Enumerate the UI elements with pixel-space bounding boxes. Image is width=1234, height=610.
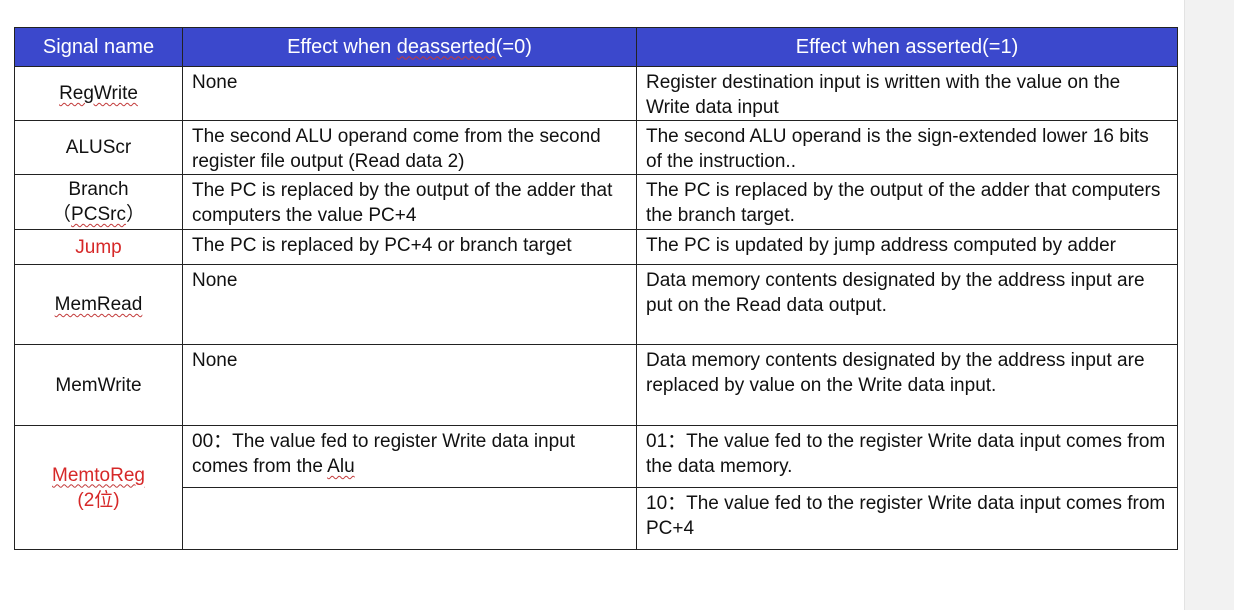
signal-name-cell: Jump	[14, 229, 183, 265]
signal-name: RegWrite	[59, 83, 138, 104]
signal-name-cell: ALUScr	[14, 120, 183, 175]
deasserted-cell: The PC is replaced by PC+4 or branch tar…	[182, 229, 637, 265]
table-row-memread: MemRead None Data memory contents design…	[14, 264, 1178, 345]
table-row-memtoreg-2: 10：The value fed to the register Write d…	[15, 487, 1178, 550]
asserted-cell: The PC is updated by jump address comput…	[636, 229, 1178, 265]
table-header-row: Signal name Effect when deasserted(=0) E…	[14, 27, 1178, 67]
deasserted-text-alu: Alu	[327, 456, 355, 477]
asserted-cell: The second ALU operand is the sign-exten…	[636, 120, 1178, 175]
header-deasserted: Effect when deasserted(=0)	[182, 27, 637, 67]
deasserted-cell: None	[182, 344, 637, 426]
document-page: Signal name Effect when deasserted(=0) E…	[0, 0, 1185, 610]
signal-name-cell: Branch （PCSrc）	[14, 174, 183, 230]
table-row-regwrite: RegWrite None Register destination input…	[14, 66, 1178, 121]
signal-name-open-paren: （	[52, 204, 72, 225]
signal-name: MemRead	[54, 294, 143, 315]
header-signal-name: Signal name	[14, 27, 183, 67]
table-row-branch: Branch （PCSrc） The PC is replaced by the …	[14, 174, 1178, 230]
table-row-jump: Jump The PC is replaced by PC+4 or branc…	[14, 229, 1178, 265]
asserted-cell: Register destination input is written wi…	[636, 66, 1178, 121]
deasserted-cell: The PC is replaced by the output of the …	[182, 174, 637, 230]
asserted-cell: The PC is replaced by the output of the …	[636, 174, 1178, 230]
table-row-memtoreg: MemtoReg (2位) 00：The value fed to registe…	[14, 425, 1178, 550]
signal-name-close-paren: ）	[125, 204, 145, 225]
signal-name-cell: RegWrite	[14, 66, 183, 121]
asserted-cell: Data memory contents designated by the a…	[636, 344, 1178, 426]
signal-name-line1: Branch	[68, 179, 129, 200]
header-asserted: Effect when asserted(=1)	[636, 27, 1178, 67]
asserted-cell: Data memory contents designated by the a…	[636, 264, 1178, 345]
deasserted-cell: The second ALU operand come from the sec…	[182, 120, 637, 175]
signal-name-cell: MemWrite	[14, 344, 183, 426]
control-signals-table: Signal name Effect when deasserted(=0) E…	[14, 27, 1178, 550]
signal-name-cell: MemRead	[14, 264, 183, 345]
signal-name-line2: PCSrc	[71, 204, 126, 225]
deasserted-cell: None	[182, 66, 637, 121]
deasserted-cell: None	[182, 264, 637, 345]
deasserted-text: 00：The value fed to register Write data …	[192, 431, 576, 477]
signal-name-cell: MemtoReg (2位)	[14, 425, 183, 550]
header-deasserted-suffix: (=0)	[495, 35, 532, 58]
asserted-cell: 01：The value fed to the register Write d…	[636, 425, 1178, 488]
table-row-aluscr: ALUScr The second ALU operand come from …	[14, 120, 1178, 175]
header-deasserted-prefix: Effect when	[287, 35, 397, 58]
signal-name: ALUScr	[65, 137, 132, 158]
asserted-cell: 10：The value fed to the register Write d…	[636, 487, 1178, 550]
deasserted-cell	[182, 487, 637, 550]
signal-name-line1: MemtoReg	[52, 464, 145, 486]
deasserted-cell: 00：The value fed to register Write data …	[182, 425, 637, 488]
signal-name: Jump	[75, 236, 122, 258]
table-row-memwrite: MemWrite None Data memory contents desig…	[14, 344, 1178, 426]
signal-name: MemWrite	[55, 374, 142, 396]
signal-name-line2: (2位)	[77, 489, 120, 511]
header-deasserted-word: deasserted	[396, 35, 496, 58]
